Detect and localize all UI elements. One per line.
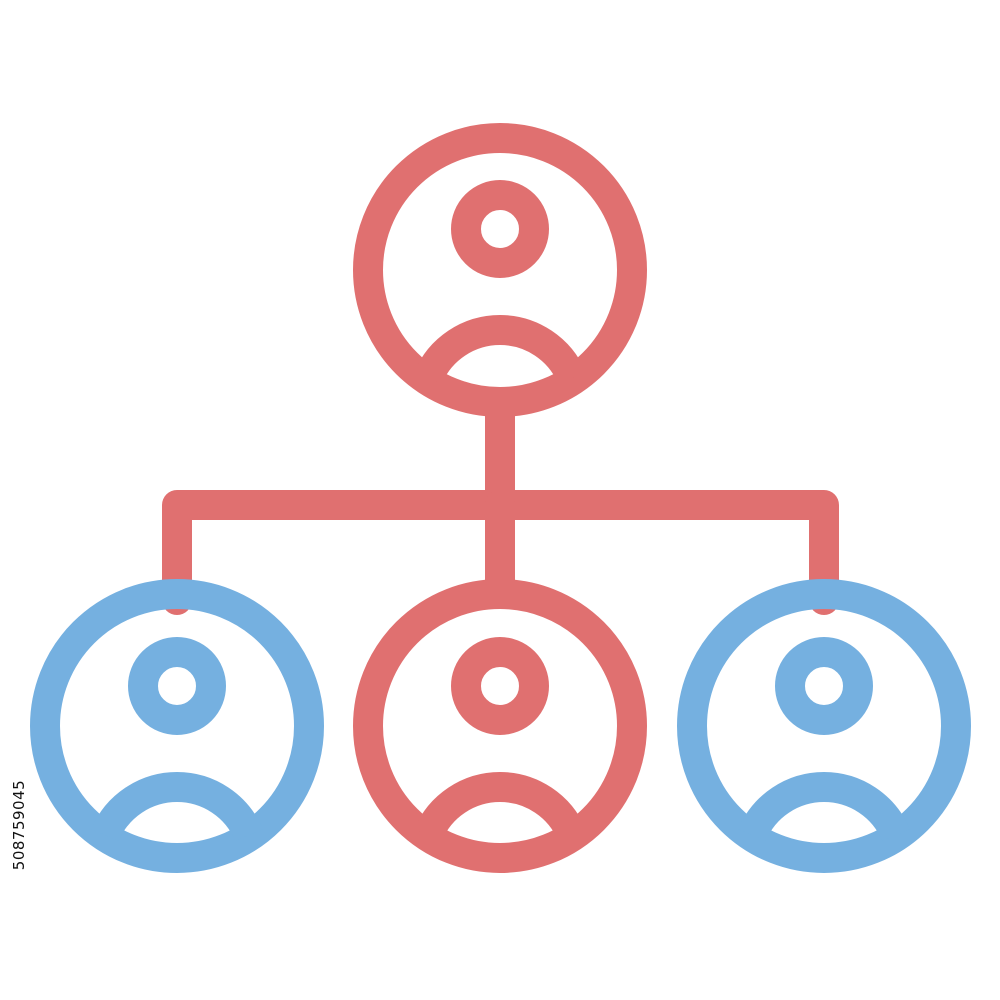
person-icon [738,637,910,842]
stock-id-label: 508759045 [8,765,30,885]
stock-id-text: 508759045 [10,779,28,871]
person-icon [414,180,586,385]
bottom-right-node-ring [677,579,971,873]
bottom-center-node-ring [353,579,647,873]
person-icon [414,637,586,842]
bottom-left-person-node [30,579,324,873]
person-icon [91,637,263,842]
top-person-node [353,123,647,417]
bottom-right-person-node [677,579,971,873]
top-node-ring [353,123,647,417]
connector-lines [162,397,839,615]
bottom-center-person-node [353,579,647,873]
bottom-left-node-ring [30,579,324,873]
